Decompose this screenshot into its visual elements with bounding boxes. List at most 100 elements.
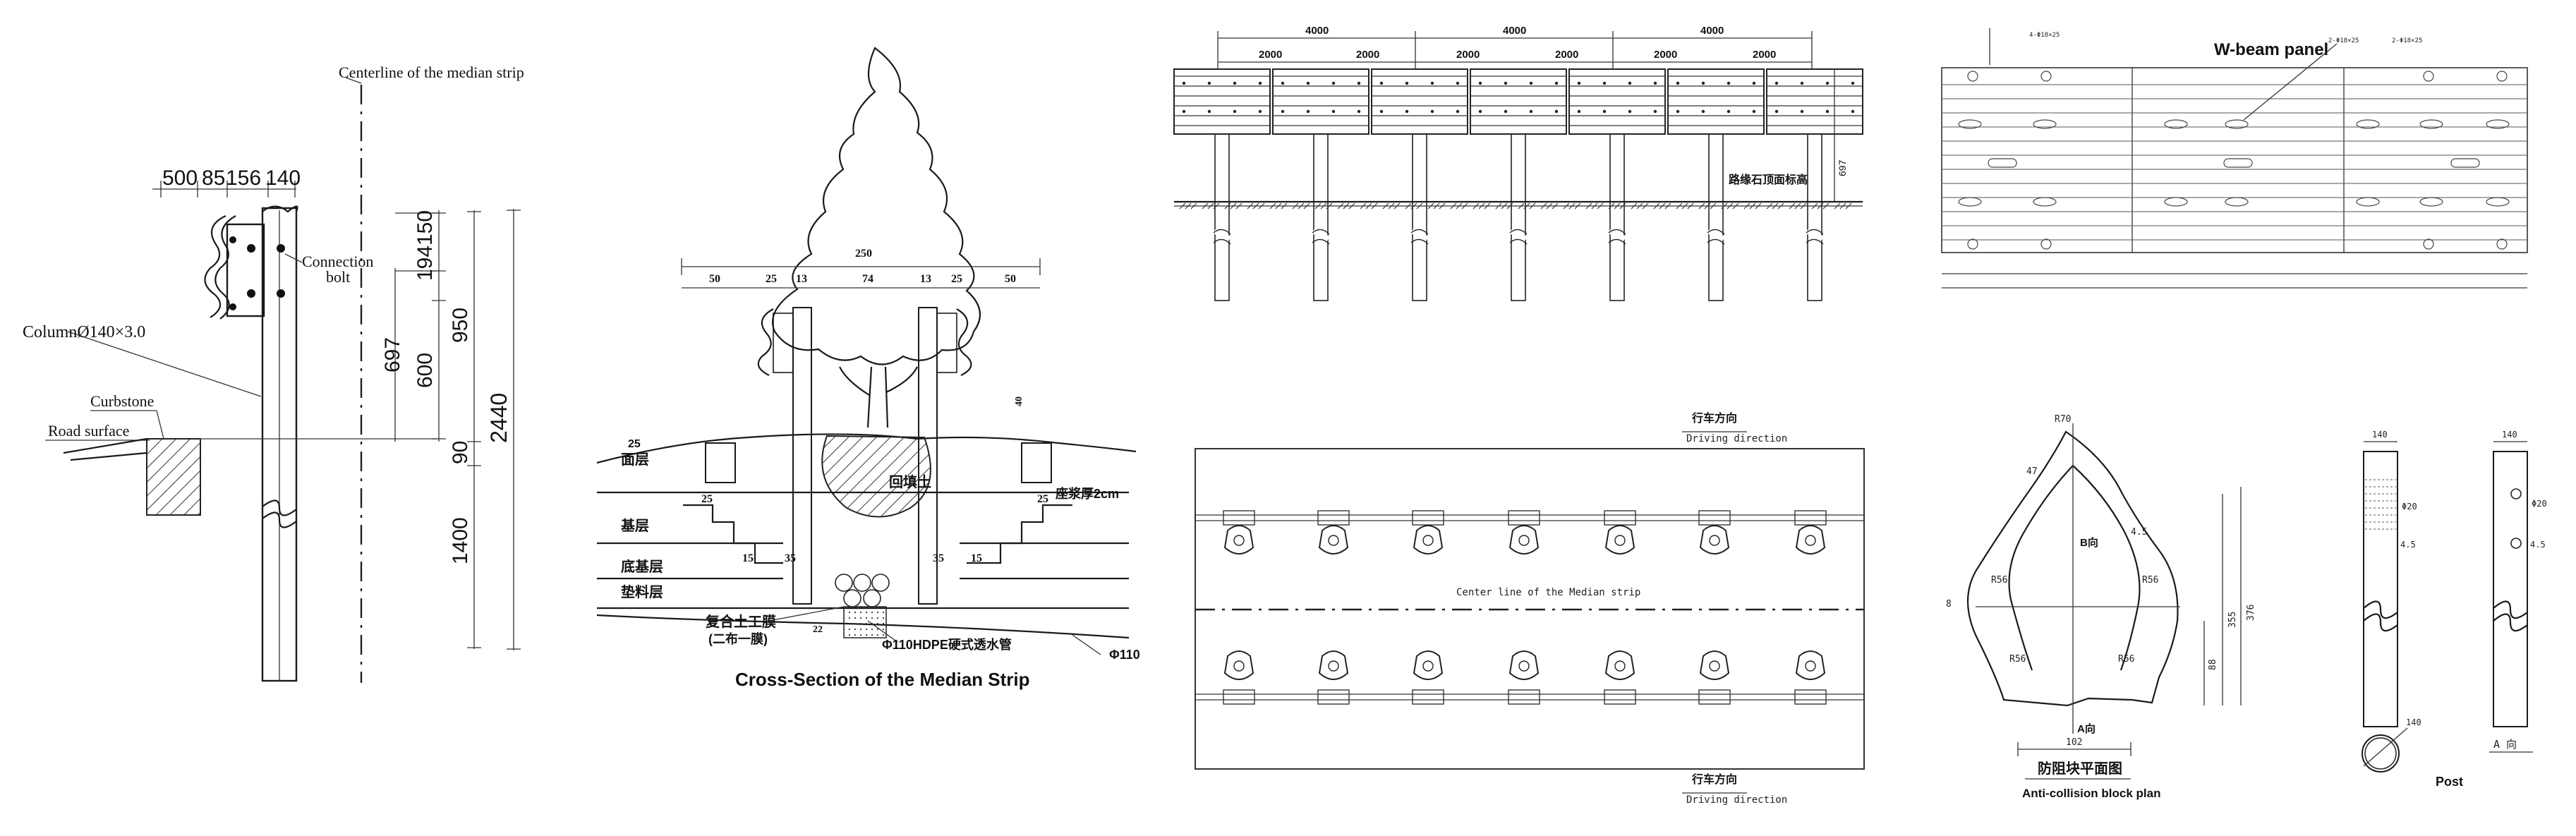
drain-pipe-label: Φ110HDPE硬式透水管 [882,637,1012,652]
tree-canopy [771,47,981,365]
dim-row-2: 13 [796,273,807,285]
dim-150: 150 [413,210,437,246]
column-label: ColumnØ140×3.0 [23,323,145,341]
w-beam-hole-label-3: 2-Φ18×25 [2392,37,2422,44]
dim-15-left: 15 [742,552,754,564]
post-dim-phi20-front: Φ20 [2402,502,2417,511]
plan-post [1223,689,1255,705]
layer-subbase: 底基层 [621,558,663,575]
plan-block [1508,650,1540,680]
plan-post [1412,689,1444,705]
plan-block [1795,650,1826,680]
plan-post [1794,689,1827,705]
dim-156: 156 [226,166,261,190]
block-dim-102: 102 [2066,737,2082,748]
beam-segment [1766,68,1863,135]
phi110-label: Φ110 [1109,648,1140,662]
plan-block [1318,650,1349,680]
panel-median-cross-section: 250 50 25 13 74 13 25 50 回填土 面层 基层 底基层 垫… [596,47,1140,690]
dim-600: 600 [413,353,437,388]
driving-direction-cn-top: 行车方向 [1691,411,1737,425]
beam-segment [1173,68,1271,135]
post-dim-140-side: 140 [2502,430,2517,440]
plan-post [1508,689,1540,705]
plan-post [1412,510,1444,526]
block-dim-r56-4: R56 [2118,654,2134,665]
block-title-cn: 防阻块平面图 [2038,760,2122,777]
layer-cushion: 垫料层 [621,583,663,600]
w-beam-left [757,308,774,376]
dim-row-0: 50 [709,273,720,285]
dim-194: 194 [413,246,437,281]
plan-post [1794,510,1827,526]
connection-bolt-label-2: bolt [326,268,350,286]
dim-15-right: 15 [971,552,982,564]
dim-4000-1: 4000 [1305,25,1329,37]
dim-2000-4: 2000 [1555,49,1578,61]
block-dim-4-5: 4.5 [2131,527,2147,538]
dim-950: 950 [449,308,472,343]
post-view-front [2363,451,2398,727]
plan-post [1604,689,1636,705]
dim-row-6: 50 [1005,273,1016,285]
w-beam-title: W-beam panel [2214,40,2328,59]
post-dim-phi20-side: Φ20 [2532,499,2547,509]
block-dim-r56-3: R56 [2009,654,2026,665]
plan-block [1604,650,1635,680]
connection-bolt-label-1: Connection [302,253,373,270]
plan-block [1699,525,1730,555]
dim-2000-5: 2000 [1654,49,1677,61]
curb-elevation-note: 路缘石顶面标高 [1729,173,1808,186]
post-dim-4-5-front: 4.5 [2400,540,2416,550]
plan-block [1318,525,1349,555]
backfill-soil [821,435,931,518]
panel-anti-collision-block: R70 47 4.5 R56 R56 R56 R56 8 B向 A向 102 3… [1946,414,2256,800]
plan-block [1795,525,1826,555]
dim-2000-2: 2000 [1356,49,1379,61]
post-view-side [2493,451,2528,727]
dim-row-1: 25 [766,273,777,285]
plan-post [1317,689,1350,705]
post-view-a: A 向 [2493,738,2517,751]
driving-direction-en-bottom: Driving direction [1686,794,1787,806]
block-direction-b: B向 [2080,536,2098,549]
dim-500: 500 [162,166,198,190]
panel-guardrail-elevation: 4000 4000 4000 2000 2000 2000 2000 2000 … [1173,25,1863,301]
plan-block [1223,650,1254,680]
dim-25-right: 25 [1037,493,1048,505]
dim-1400: 1400 [449,517,472,564]
panel-w-beam: W-beam panel 4-Φ18×25 2-Φ18×25 2-Φ18×25 [1941,28,2528,289]
drain-pipe-block [843,606,887,638]
geotextile-label-1: 复合土工膜 [705,613,776,630]
panel-post: 140 140 Φ20 Φ20 4.5 4.5 140 A 向 Post [2362,430,2547,789]
post-dim-4-5-side: 4.5 [2530,540,2546,550]
beam-segment [1470,68,1567,135]
plan-post [1508,510,1540,526]
elevation-post [1807,133,1822,301]
dim-row-5: 25 [951,273,962,285]
beam-segment [1371,68,1468,135]
block-dim-47: 47 [2026,466,2038,477]
beam-segment [1272,68,1369,135]
dim-4000-2: 4000 [1503,25,1526,37]
elevation-post [1511,133,1526,301]
panel-plan-view: 行车方向 Driving direction Center line of th… [1195,411,1865,806]
dim-697-elev: 697 [1837,159,1848,176]
w-beam-right [956,308,972,376]
driving-direction-en-top: Driving direction [1686,433,1787,444]
w-beam-profile [204,215,226,318]
layer-base: 基层 [621,518,649,534]
plan-post [1698,689,1731,705]
post-dim-140-round: 140 [2406,717,2421,727]
plan-block [1699,650,1730,680]
dim-35-left: 35 [785,552,796,564]
dim-25-top: 25 [628,438,641,450]
curbstone [146,438,201,516]
dim-2000-6: 2000 [1753,49,1776,61]
plan-block [1413,525,1444,555]
dim-row-4: 13 [920,273,931,285]
elevation-post [1313,133,1329,301]
w-beam-hole-label-1: 4-Φ18×25 [2029,32,2060,39]
post-dim-140-front: 140 [2372,430,2388,440]
